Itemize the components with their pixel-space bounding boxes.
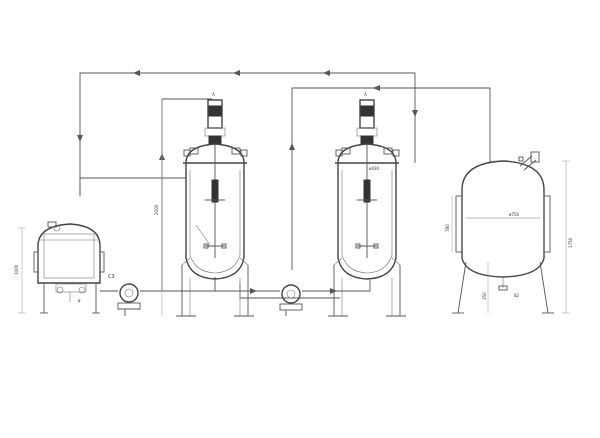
flow-arrow: [133, 70, 140, 76]
right-tank-body-height-label: 780: [445, 224, 450, 232]
left-tank-mark-label: ø: [78, 298, 81, 303]
flow-arrow: [330, 288, 337, 294]
reactor1-height-label: 2000: [154, 204, 159, 215]
flow-arrow: [289, 143, 295, 150]
left-storage-tank: 1000 ø: [14, 221, 105, 314]
piping: [79, 72, 491, 299]
flow-arrow: [323, 70, 330, 76]
flow-arrow: [233, 70, 240, 76]
left-feed-pipe: [79, 177, 186, 196]
upper-transfer-pipe: [291, 87, 491, 270]
right-tank-diameter-label: ø750: [509, 212, 520, 217]
transfer-pump-2: [279, 284, 303, 316]
small-pump-label: C3: [108, 274, 115, 280]
flow-arrow: [412, 110, 418, 117]
reactor2-top-label: A: [364, 92, 367, 97]
reactor-2: A ø430: [328, 92, 406, 317]
reactor2-diameter-label: ø430: [369, 166, 380, 171]
left-tank-height-label: 1000: [14, 264, 19, 275]
bottom-pipe-2: [140, 277, 216, 292]
flow-arrow: [250, 288, 257, 294]
bottom-pipe-4: [302, 280, 371, 292]
flow-arrow: [77, 135, 83, 142]
right-tank-leg-height-label: 350: [482, 292, 487, 300]
right-tank-bottom-mark-label: 82: [514, 293, 520, 298]
flow-arrow: [373, 85, 380, 91]
top-return-pipe: [79, 72, 416, 196]
right-storage-tank: ø750 780 1750 350 82: [445, 151, 573, 314]
transfer-pump-1: C3: [108, 274, 141, 316]
reactor-1: A 2000: [154, 92, 254, 317]
right-tank-total-height-label: 1750: [568, 237, 573, 248]
reactor1-top-label: A: [212, 92, 215, 97]
